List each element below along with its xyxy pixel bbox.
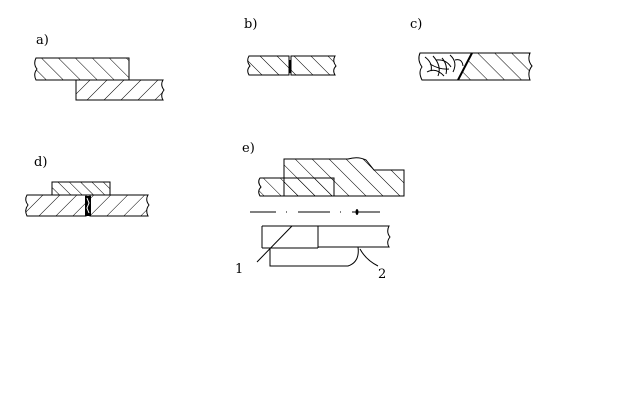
- diagram-b: b): [244, 17, 337, 76]
- plate-b-right: [290, 55, 337, 76]
- rough-texture-c: [424, 54, 464, 77]
- label-c: c): [410, 17, 422, 32]
- label-d: d): [34, 155, 47, 170]
- centerline-mark: [355, 209, 359, 215]
- part-number-1: 1: [235, 262, 243, 277]
- insert-plate-e: [258, 177, 335, 197]
- diagram-c: c): [410, 17, 533, 81]
- diagram-e: e) 1 2: [235, 141, 405, 282]
- part-number-2: 2: [378, 267, 386, 282]
- leader-1: [256, 225, 293, 263]
- plate-b-left: [247, 55, 290, 76]
- weld-d-detail: [86, 197, 90, 214]
- diagram-a: a): [34, 33, 165, 101]
- label-a: a): [36, 33, 49, 48]
- plate-a-upper: [34, 57, 130, 81]
- label-e: e): [242, 141, 255, 156]
- scarf-line-c: [457, 52, 473, 81]
- diagram-d: d): [25, 155, 150, 217]
- plate-c-right: [457, 52, 533, 81]
- weld-b: [288, 60, 292, 73]
- label-b: b): [244, 17, 257, 32]
- cover-plate-d: [51, 181, 111, 196]
- leader-2: [359, 248, 379, 267]
- plate-a-lower: [75, 79, 165, 101]
- bracket-part-1: [269, 246, 359, 267]
- plate-d-right: [89, 194, 150, 217]
- lower-step-e: [262, 225, 391, 248]
- plate-d-left: [25, 194, 87, 217]
